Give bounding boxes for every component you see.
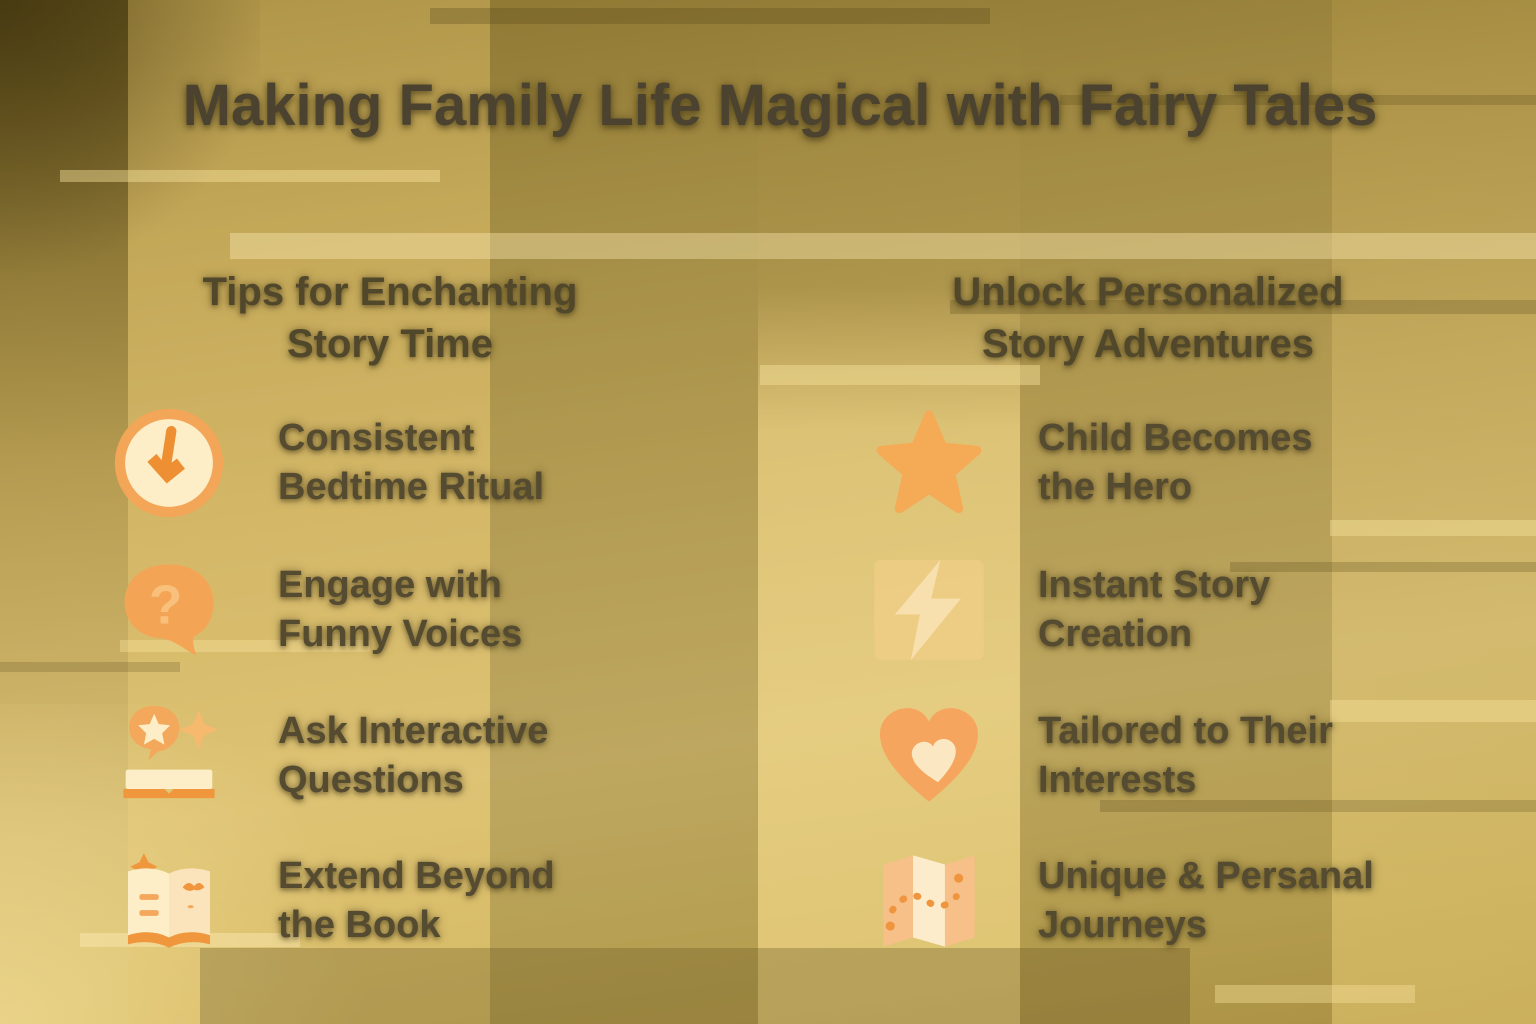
glitch-streak xyxy=(1215,985,1415,1003)
item-label: Consistent Bedtime Ritual xyxy=(278,417,545,508)
item-label: Child Becomes the Hero xyxy=(1038,417,1313,508)
folded-map-icon xyxy=(872,844,986,958)
background-shade xyxy=(0,0,260,300)
item-label: Ask Interactive Questions xyxy=(278,710,549,801)
list-item: Child Becomes the Hero xyxy=(872,400,1313,526)
background-band xyxy=(758,0,1020,1024)
list-item: Tailored to Their Interests xyxy=(872,693,1333,819)
glitch-streak xyxy=(760,365,1040,385)
glitch-streak xyxy=(0,662,180,672)
book-sparkle-bubble-icon xyxy=(112,699,226,813)
glitch-streak xyxy=(950,300,1536,314)
item-label: Instant Story Creation xyxy=(1038,564,1271,655)
item-label: Extend Beyond the Book xyxy=(278,855,555,946)
background-band xyxy=(1020,0,1332,1024)
glitch-streak xyxy=(1230,562,1536,572)
glitch-streak xyxy=(230,233,1536,259)
question-speech-bubble-icon: ? xyxy=(112,553,226,667)
background-band xyxy=(490,0,758,1024)
glitch-streak xyxy=(430,8,990,24)
glitch-streak xyxy=(1100,800,1536,812)
list-item: Consistent Bedtime Ritual xyxy=(112,400,544,526)
glitch-streak xyxy=(60,170,440,182)
background-band xyxy=(1332,0,1536,1024)
glitch-streak xyxy=(200,948,1190,1024)
list-item: Extend Beyond the Book xyxy=(112,838,555,964)
star-icon xyxy=(872,406,986,520)
right-column-heading: Unlock Personalized Story Adventures xyxy=(952,270,1344,366)
left-column-heading: Tips for Enchanting Story Time xyxy=(202,270,578,366)
open-book-icon xyxy=(112,844,226,958)
glitch-streak xyxy=(1330,520,1536,536)
clock-down-arrow-icon xyxy=(112,406,226,520)
heart-icon xyxy=(872,699,986,813)
svg-text:?: ? xyxy=(149,574,182,636)
lightning-bolt-icon xyxy=(872,553,986,667)
list-item: Instant Story Creation xyxy=(872,547,1270,673)
list-item: ? Engage with Funny Voices xyxy=(112,547,522,673)
page-title: Making Family Life Magical with Fairy Ta… xyxy=(182,73,1378,138)
item-label: Engage with Funny Voices xyxy=(278,564,523,655)
background-glow xyxy=(0,704,420,1024)
list-item: Unique & Persanal Journeys xyxy=(872,838,1374,964)
list-item: Ask Interactive Questions xyxy=(112,693,548,819)
glitch-streak xyxy=(1060,95,1536,105)
item-label: Tailored to Their Interests xyxy=(1038,710,1333,801)
item-label: Unique & Persanal Journeys xyxy=(1038,855,1374,946)
glitch-streak xyxy=(1330,700,1536,722)
